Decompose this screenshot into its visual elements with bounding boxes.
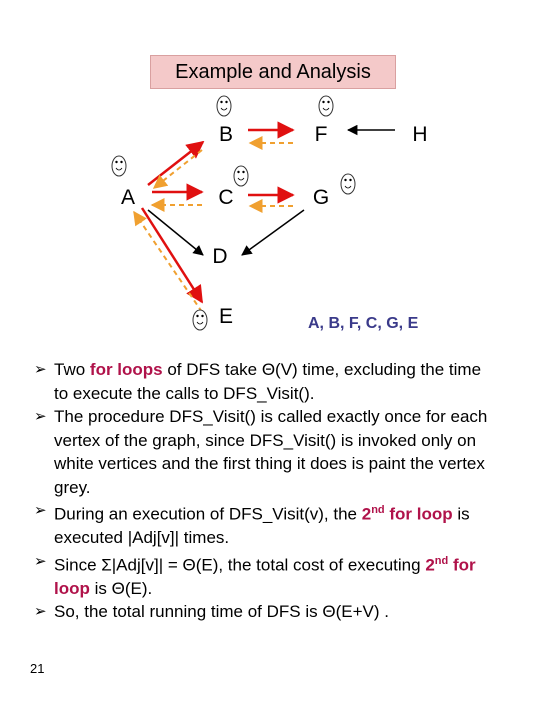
bullet-item: ➢Two for loops of DFS take Θ(V) time, ex… bbox=[34, 360, 482, 403]
vertex-a: A bbox=[121, 186, 135, 209]
vertex-b: B bbox=[219, 123, 233, 146]
smiley-icon bbox=[340, 173, 356, 195]
vertex-h: H bbox=[412, 123, 427, 146]
smiley-icon bbox=[111, 155, 127, 177]
edge-a-d bbox=[147, 209, 204, 256]
bullet-item: ➢During an execution of DFS_Visit(v), th… bbox=[34, 499, 490, 550]
tree-edge-a-b bbox=[147, 140, 205, 186]
tree-edge-a-e bbox=[140, 207, 204, 304]
smiley-icon bbox=[233, 165, 249, 187]
edge-g-d bbox=[241, 209, 305, 256]
smiley-icon bbox=[216, 95, 232, 117]
back-edge-e-a bbox=[133, 210, 203, 313]
back-edge-b-a bbox=[152, 149, 203, 189]
bullet-item: ➢The procedure DFS_Visit() is called exa… bbox=[34, 407, 488, 497]
bullet-item: ➢Since Σ|Adj[v]| = Θ(E), the total cost … bbox=[34, 550, 490, 601]
vertex-e: E bbox=[219, 305, 233, 328]
arrow-bullet-icon: ➢ bbox=[34, 603, 47, 621]
slide-title: Example and Analysis bbox=[150, 55, 396, 89]
arrow-bullet-icon: ➢ bbox=[34, 408, 47, 425]
visit-order: A, B, F, C, G, E bbox=[308, 315, 419, 332]
arrow-bullet-icon: ➢ bbox=[34, 502, 47, 519]
page-number: 21 bbox=[30, 661, 45, 676]
bullet-item: ➢So, the total running time of DFS is Θ(… bbox=[34, 600, 490, 624]
arrow-bullet-icon: ➢ bbox=[34, 361, 47, 378]
analysis-bullets: ➢Two for loops of DFS take Θ(V) time, ex… bbox=[34, 358, 490, 624]
smiley-icon bbox=[318, 95, 334, 117]
dfs-graph: B F H A C G D E A, B, F, C, G, E bbox=[111, 95, 428, 332]
arrow-bullet-icon: ➢ bbox=[34, 552, 47, 570]
vertex-g: G bbox=[313, 186, 329, 209]
vertex-c: C bbox=[218, 186, 233, 209]
smiley-icon bbox=[192, 309, 208, 331]
vertex-d: D bbox=[212, 245, 227, 268]
vertex-f: F bbox=[315, 123, 328, 146]
